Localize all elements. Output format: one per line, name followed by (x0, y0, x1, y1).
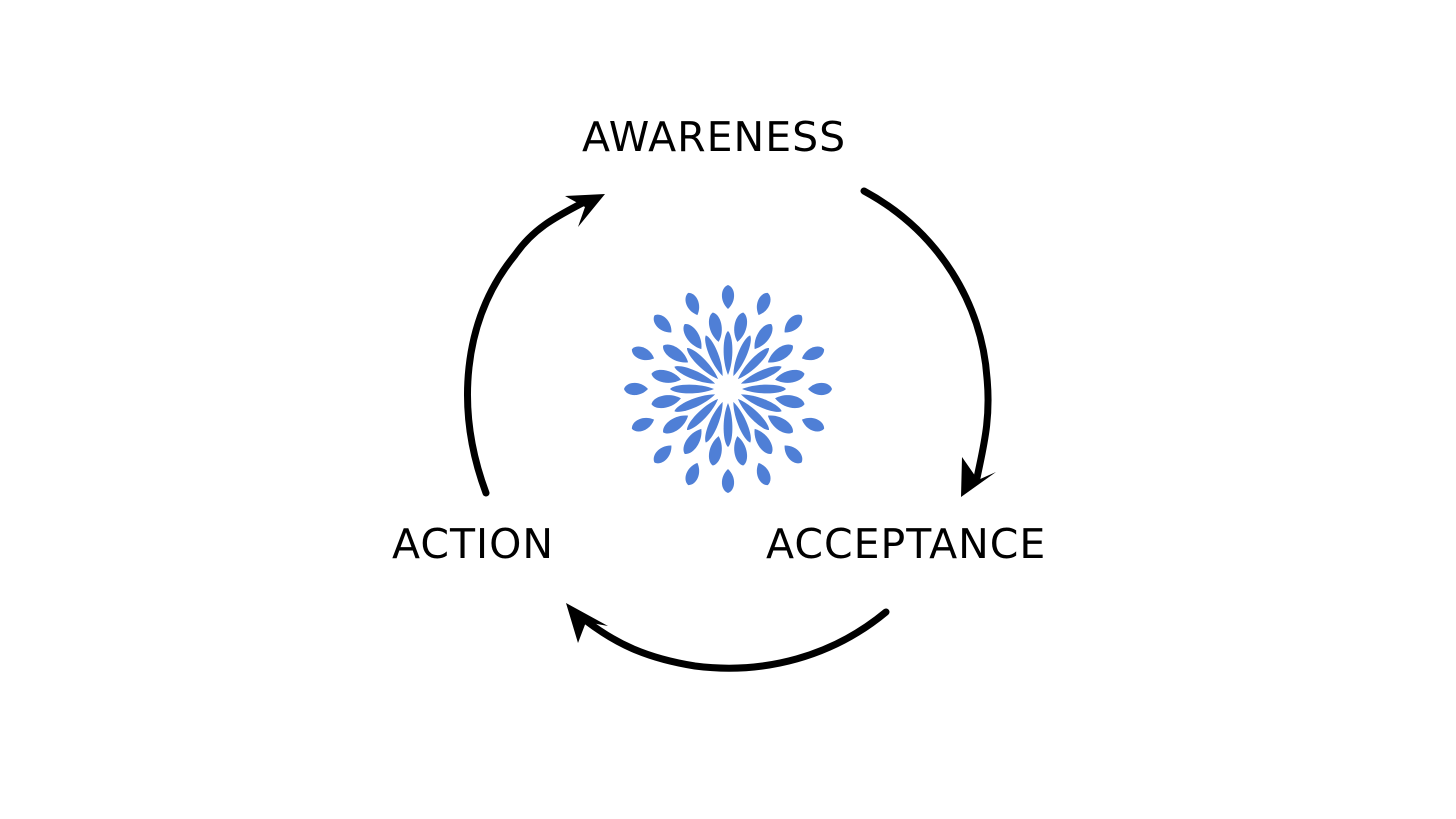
stage-label-awareness: AWARENESS (582, 113, 847, 161)
flower-petal (685, 292, 700, 316)
flower-petal (721, 469, 735, 493)
flower-petal (683, 428, 702, 454)
arrow-action-to-awareness (464, 196, 592, 497)
stage-label-acceptance: ACCEPTANCE (766, 520, 1047, 568)
arrowhead-awareness (565, 194, 605, 227)
flower-petal (721, 285, 735, 309)
flower-petal (737, 347, 770, 380)
flower-petal (784, 314, 803, 333)
arrowhead-action (566, 603, 608, 643)
flower-petal (705, 401, 723, 443)
flower-petal (631, 417, 655, 432)
flower-petal (651, 369, 681, 383)
flower-petal (754, 324, 773, 350)
flower-petal (756, 462, 771, 486)
flower-petal (631, 346, 655, 361)
flower-petal (775, 395, 805, 409)
flower-petal (674, 394, 716, 412)
flower-petal (801, 417, 825, 432)
flower-petal (624, 382, 648, 396)
flower-petal (733, 335, 751, 377)
flower-petal (686, 398, 719, 431)
flower-logo-icon (624, 285, 832, 493)
flower-petal (663, 344, 689, 363)
arrowhead-acceptance (961, 457, 996, 497)
flower-petal (708, 436, 722, 466)
flower-petal (742, 384, 786, 394)
flower-petal (775, 369, 805, 383)
flower-petal (674, 366, 716, 384)
stage-label-action: ACTION (392, 520, 555, 568)
flower-petal (734, 312, 748, 342)
arrow-awareness-to-acceptance (860, 187, 992, 482)
flower-petal (733, 401, 751, 443)
flower-petal (723, 331, 733, 375)
flower-petal (767, 344, 793, 363)
flower-petal (685, 462, 700, 486)
flower-petal (734, 436, 748, 466)
flower-petal (740, 394, 782, 412)
arrow-acceptance-to-action (581, 608, 890, 672)
flower-petal (708, 312, 722, 342)
flower-petal (723, 403, 733, 447)
flower-petal (737, 398, 770, 431)
flower-petal (756, 292, 771, 316)
flower-petal (653, 314, 672, 333)
flower-petal (808, 382, 832, 396)
flower-petal (705, 335, 723, 377)
flower-petal (686, 347, 719, 380)
flower-petal (663, 415, 689, 434)
flower-petal (801, 346, 825, 361)
flower-petal (653, 445, 672, 464)
flower-petal (754, 428, 773, 454)
flower-petal (651, 395, 681, 409)
flower-petal (683, 324, 702, 350)
flower-petal (767, 415, 793, 434)
flower-petal (670, 384, 714, 394)
flower-petal (740, 366, 782, 384)
flower-petal (784, 445, 803, 464)
